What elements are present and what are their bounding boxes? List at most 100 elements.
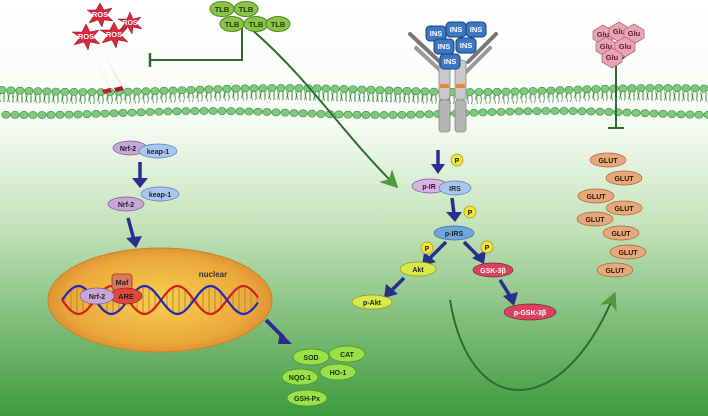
p-gsk3b-label: p-GSK-3β	[514, 310, 547, 317]
lipid-head	[37, 111, 47, 119]
lipid-head	[235, 107, 245, 116]
lipid-head	[73, 110, 83, 119]
lipid-head	[361, 111, 371, 119]
lipid-tail	[381, 92, 387, 103]
maf-protein: Maf	[111, 273, 133, 291]
lipid-tail	[327, 92, 333, 102]
lipid-head	[384, 86, 394, 95]
lipid-head	[672, 84, 682, 92]
ho1-enzyme: HO-1	[319, 363, 357, 381]
lipid-head	[577, 107, 587, 116]
lipid-tail	[386, 93, 392, 103]
lipid-head	[267, 84, 277, 92]
lipid-head	[694, 110, 704, 119]
lipid-head	[492, 87, 502, 96]
lipid-tail	[359, 92, 365, 102]
lipid-head	[0, 86, 7, 94]
gsk3b-protein: GSK-3β	[472, 262, 514, 278]
lipid-tail	[336, 92, 342, 102]
pathway-arrowhead	[431, 164, 445, 174]
glut-label: GLUT	[586, 194, 606, 201]
lipid-tail	[8, 93, 14, 103]
cat-enzyme: CAT	[328, 345, 366, 363]
lipid-head	[393, 86, 403, 95]
ins-label: INS	[430, 29, 443, 38]
insulin-cluster: INS INS INS INS INS INS	[425, 21, 487, 70]
lipid-head	[591, 85, 601, 93]
phospho-badge: P	[450, 153, 464, 167]
lipid-head	[627, 84, 637, 93]
glu-label: Glu	[619, 42, 632, 51]
keap1-label: keap-1	[147, 149, 169, 156]
lipid-head	[60, 87, 70, 96]
nucleus: nuclear Maf ARE Nrf-2	[47, 247, 273, 353]
ho1-label: HO-1	[330, 370, 347, 377]
nrf2-nuclear: Nrf-2	[79, 287, 115, 305]
lipid-head	[465, 88, 475, 96]
lipid-tail	[287, 90, 293, 101]
glu-label: Glu	[606, 53, 619, 62]
tlb-label: TLB	[215, 5, 230, 14]
lipid-head	[204, 85, 214, 94]
lipid-head	[334, 110, 344, 119]
pathway-arrowhead	[472, 250, 486, 264]
lipid-tail	[3, 92, 9, 102]
lipid-head	[199, 107, 209, 115]
lipid-head	[699, 84, 708, 93]
lipid-head	[15, 86, 25, 95]
lipid-head	[618, 84, 628, 93]
pathway-arrowhead	[503, 292, 518, 306]
lipid-head	[55, 110, 65, 119]
lipid-head	[226, 107, 236, 116]
lipid-head	[109, 109, 119, 118]
gsk3b-label: GSK-3β	[480, 268, 506, 275]
ros-label: ROS	[92, 10, 108, 19]
keap1-free-label: keap-1	[149, 192, 171, 199]
glu-molecule: Glu	[601, 47, 623, 69]
lipid-head	[514, 107, 524, 116]
lipid-head	[406, 110, 416, 119]
pathway-arrowhead	[384, 284, 398, 298]
lipid-head	[298, 109, 308, 118]
sod-label: SOD	[303, 355, 318, 362]
lipid-head	[645, 84, 655, 92]
cat-label: CAT	[340, 352, 355, 359]
ins-label: INS	[444, 57, 457, 66]
pathway-arrow	[428, 240, 448, 260]
p-ir-complex: p-IR IRS	[411, 178, 472, 196]
lipid-head	[604, 108, 614, 116]
lipid-head	[6, 86, 16, 95]
glut-label: GLUT	[618, 250, 638, 257]
lipid-tail	[332, 91, 338, 101]
lipid-tail	[633, 90, 639, 100]
lipid-head	[87, 88, 97, 96]
lipid-head	[163, 107, 173, 116]
lipid-head	[294, 84, 304, 92]
glut-label: GLUT	[585, 217, 605, 224]
phospho-label: P	[455, 158, 460, 165]
lipid-head	[424, 110, 434, 119]
lipid-head	[559, 107, 569, 115]
glut-label: GLUT	[611, 231, 631, 238]
lipid-head	[123, 87, 133, 96]
lipid-tail	[660, 91, 666, 101]
ins-molecule: INS	[439, 53, 461, 70]
lipid-head	[181, 107, 191, 116]
glut-label: GLUT	[614, 206, 634, 213]
pathway-arrowhead	[132, 178, 148, 188]
lipid-head	[172, 107, 182, 116]
lipid-head	[528, 87, 538, 95]
receptor-left-arm	[408, 32, 444, 74]
lipid-head	[177, 86, 187, 95]
lipid-head	[501, 87, 511, 96]
lipid-tail	[323, 91, 329, 101]
lipid-head	[33, 87, 43, 96]
tlb-molecule: TLB	[243, 16, 269, 32]
lipid-head	[19, 111, 29, 119]
lipid-head	[546, 86, 556, 95]
lipid-tail	[291, 90, 297, 101]
ros-star: ROS	[86, 2, 114, 28]
ins-label: INS	[450, 25, 463, 34]
lipid-tail	[642, 91, 648, 101]
lipid-head	[357, 85, 367, 94]
